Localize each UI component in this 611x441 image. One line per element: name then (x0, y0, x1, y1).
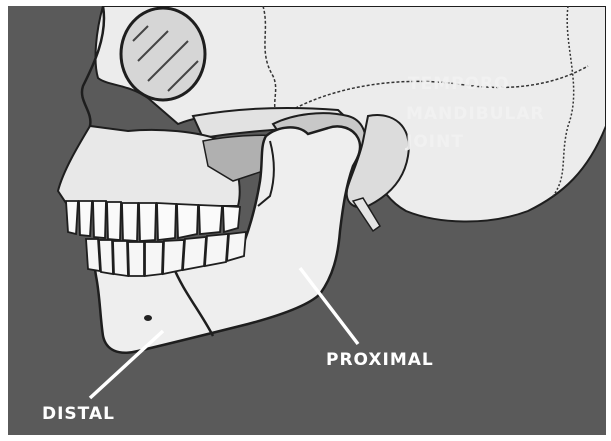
skull-illustration (8, 6, 606, 435)
orbit (121, 8, 205, 100)
tmj-label-line-1: TEMPORO (408, 74, 510, 94)
tmj-label-line-2: MANDIBULAR (406, 104, 545, 124)
proximal-label: PROXIMAL (326, 350, 434, 370)
tmj-label-line-3: JOINT (406, 132, 464, 152)
mental-foramen (144, 315, 152, 321)
illustration-plate: TEMPORO MANDIBULAR JOINT PROXIMAL DISTAL (8, 6, 606, 435)
styloid-process (353, 198, 380, 231)
distal-label: DISTAL (42, 404, 115, 424)
